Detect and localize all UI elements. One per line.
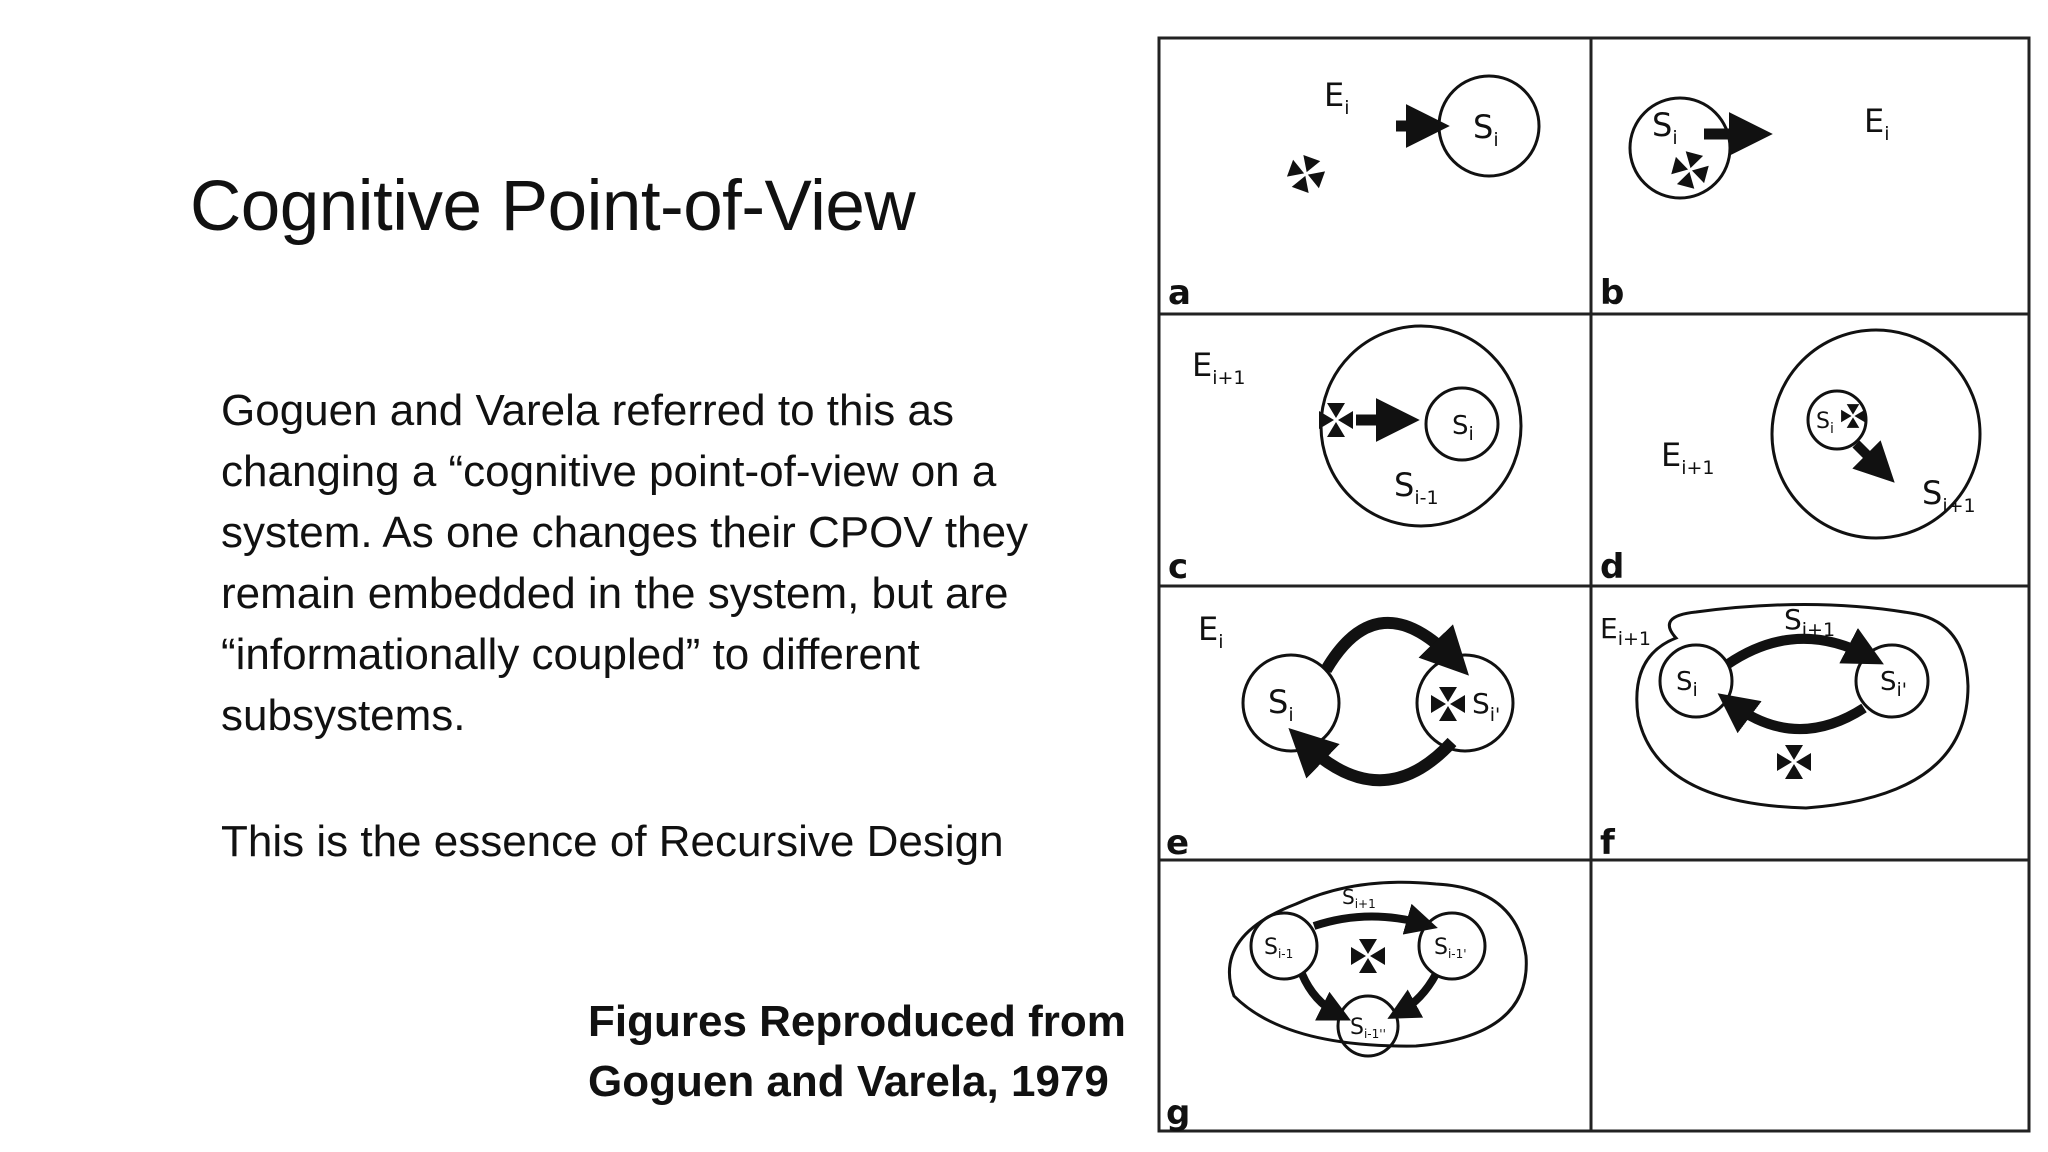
panel-e-observer-icon [1431, 687, 1465, 721]
panel-f-outer-boundary [1635, 602, 1970, 810]
panel-d: Ei+1 Si Si+1 d [1600, 328, 1982, 587]
panel-f-right-label: Si' [1880, 667, 1907, 701]
panel-f-lower-arrow [1717, 693, 1867, 735]
panel-f-env-label: Ei+1 [1600, 612, 1651, 650]
panel-g: Si+1 Si-1 Si-1' Si-1'' g [1166, 880, 1528, 1133]
panel-f-left-circle [1658, 643, 1734, 719]
panel-g-letter: g [1166, 1093, 1190, 1133]
caption-line-1: Figures Reproduced from [588, 997, 1126, 1046]
panel-g-bottom-label: Si-1'' [1350, 1015, 1386, 1041]
panel-e-lower-arrow [1288, 728, 1457, 787]
panel-e-right-label: Si' [1472, 687, 1500, 726]
panel-g-left-label: Si-1 [1264, 935, 1293, 961]
body-paragraph: Goguen and Varela referred to this as ch… [221, 380, 1101, 746]
panel-g-observer-icon [1351, 939, 1385, 973]
panel-a-observer-icon [1284, 152, 1328, 196]
panel-e-env-label: Ei [1198, 610, 1224, 653]
panel-d-inner-circle [1806, 389, 1868, 451]
panel-d-outer-circle [1770, 328, 1982, 540]
panel-e-left-label: Si [1268, 683, 1294, 726]
panel-g-right-arrow [1387, 972, 1440, 1019]
panel-e-upper-arrow [1320, 617, 1469, 676]
panel-b-observer-icon [1669, 149, 1711, 191]
panel-e-letter: e [1166, 823, 1189, 863]
panel-d-system-label: Si [1816, 409, 1834, 437]
panel-b-letter: b [1600, 273, 1624, 313]
panel-a: Ei Si a [1168, 74, 1541, 313]
panel-g-top-label: Si+1 [1342, 885, 1376, 911]
panel-f-right-circle [1854, 643, 1930, 719]
figure-caption: Figures Reproduced from Goguen and Varel… [588, 992, 1126, 1112]
panel-f-upper-arrow [1725, 628, 1884, 669]
panel-g-top-arrow [1312, 903, 1438, 935]
panel-f-letter: f [1600, 823, 1616, 863]
panel-g-outer-boundary [1228, 880, 1528, 1048]
panel-g-right-circle [1417, 911, 1487, 981]
slide-title: Cognitive Point-of-View [190, 167, 916, 246]
panel-e-left-circle [1241, 653, 1341, 753]
panel-c-outer-label: Si-1 [1394, 466, 1439, 509]
panel-f: Ei+1 Si+1 Si Si' f [1600, 602, 1970, 863]
panel-d-letter: d [1600, 547, 1624, 587]
cognitive-pov-figure: Ei Si a Si Ei b Ei+1 Si Si-1 c Ei+1 Si S… [1157, 36, 2031, 1133]
panel-c-system-label: Si [1452, 411, 1474, 445]
panel-c-env-label: Ei+1 [1192, 346, 1246, 389]
panel-c-inner-circle [1424, 386, 1500, 462]
panel-d-outer-label: Si+1 [1922, 474, 1976, 517]
panel-b: Si Ei b [1600, 96, 1890, 313]
panel-grid [1157, 36, 2031, 1133]
panel-a-letter: a [1168, 273, 1191, 313]
panel-e: Ei Si Si' e [1166, 610, 1515, 863]
essence-statement: This is the essence of Recursive Design [221, 817, 1004, 866]
panel-b-system-label: Si [1652, 106, 1678, 149]
panel-g-left-arrow [1298, 972, 1351, 1021]
panel-a-env-label: Ei [1324, 76, 1350, 119]
panel-d-observer-icon [1841, 404, 1865, 428]
panel-d-arrow [1852, 440, 1895, 483]
panel-d-env-label: Ei+1 [1661, 436, 1715, 479]
panel-a-system-label: Si [1473, 108, 1499, 151]
panel-c-letter: c [1168, 547, 1188, 587]
panel-g-bottom-circle [1336, 994, 1400, 1058]
panel-g-right-label: Si-1' [1434, 935, 1467, 961]
caption-line-2: Goguen and Varela, 1979 [588, 1057, 1109, 1106]
panel-b-env-label: Ei [1864, 102, 1890, 145]
panel-g-left-circle [1249, 911, 1319, 981]
panel-c: Ei+1 Si Si-1 c [1168, 324, 1523, 587]
panel-f-observer-icon [1777, 745, 1811, 779]
panel-f-left-label: Si [1676, 667, 1698, 701]
body-text: Goguen and Varela referred to this as ch… [221, 386, 1029, 740]
